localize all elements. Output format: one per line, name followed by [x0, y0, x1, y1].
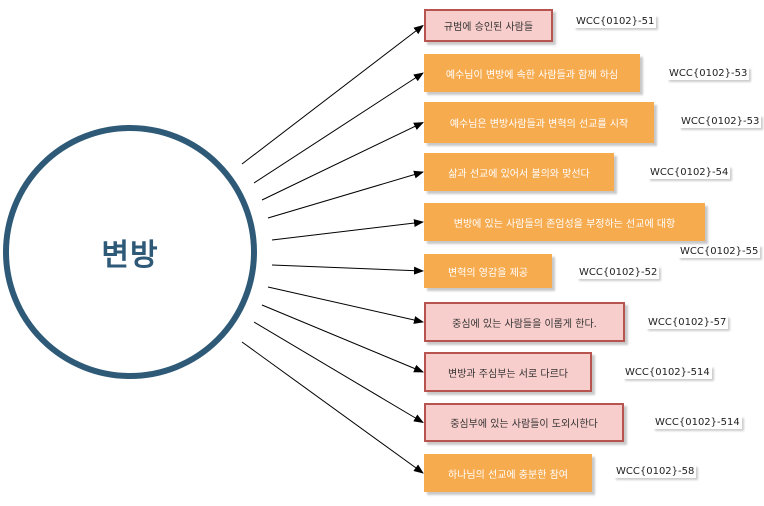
- node-neglected-by-center: 중심부에 있는 사람들이 도외시한다: [424, 403, 624, 442]
- central-node-label: 변방: [101, 238, 159, 273]
- node-margin-center-differ: 변방과 주심부는 서로 다르다: [424, 352, 592, 392]
- node-label: 삶과 선교에 있어서 불의와 맞선다: [448, 168, 590, 180]
- connector-arrow: [261, 304, 424, 373]
- node-label: 변방에 있는 사람들의 존엄성을 부정하는 선교에 대항: [453, 218, 676, 230]
- reference-code: WCC{0102}-55: [678, 245, 761, 258]
- node-benefit-center: 중심에 있는 사람들을 이롭게 한다.: [424, 302, 625, 342]
- connector-arrow: [267, 286, 424, 324]
- node-jesus-with-margins: 예수님이 변방에 속한 사람들과 함께 하심: [424, 54, 640, 92]
- connector-arrow: [241, 341, 424, 474]
- node-label: 예수님이 변방에 속한 사람들과 함께 하심: [445, 69, 619, 81]
- connector-arrow: [271, 264, 424, 275]
- reference-code: WCC{0102}-53: [679, 115, 762, 128]
- node-oppose-denial-of-dignity: 변방에 있는 사람들의 존엄성을 부정하는 선교에 대항: [424, 203, 705, 241]
- node-label: 규범에 승인된 사람들: [443, 22, 534, 33]
- node-participation-in-missio-dei: 하나님의 선교에 충분한 참여: [424, 454, 592, 492]
- reference-code: WCC{0102}-514: [653, 416, 742, 429]
- connector-arrow: [241, 24, 424, 165]
- reference-code: WCC{0102}-58: [614, 465, 697, 478]
- reference-code: WCC{0102}-57: [646, 316, 729, 329]
- connector-arrow: [267, 170, 424, 219]
- node-label: 변방과 주심부는 서로 다르다: [448, 368, 568, 380]
- connector-arrow: [253, 321, 424, 424]
- node-label: 중심에 있는 사람들을 이롭게 한다.: [452, 318, 597, 330]
- node-approved-by-norms: 규범에 승인된 사람들: [424, 9, 553, 42]
- node-label: 변혁의 영감을 제공: [448, 267, 528, 279]
- central-node: 변방: [3, 125, 257, 379]
- reference-code: WCC{0102}-54: [648, 166, 731, 179]
- connector-arrow: [253, 72, 424, 184]
- node-label: 하나님의 선교에 충분한 참여: [448, 469, 568, 481]
- node-label: 중심부에 있는 사람들이 도외시한다: [450, 419, 598, 430]
- node-confront-injustice: 삶과 선교에 있어서 불의와 맞선다: [424, 153, 614, 191]
- node-inspiration-for-transformation: 변혁의 영감을 제공: [424, 254, 552, 288]
- reference-code: WCC{0102}-51: [574, 15, 657, 28]
- connector-arrow: [261, 122, 424, 201]
- reference-code: WCC{0102}-53: [667, 67, 750, 80]
- reference-code: WCC{0102}-514: [623, 366, 712, 379]
- node-transformative-mission: 예수님은 변방사람들과 변혁의 선교를 시작: [424, 102, 654, 143]
- reference-code: WCC{0102}-52: [577, 266, 660, 279]
- node-label: 예수님은 변방사람들과 변혁의 선교를 시작: [449, 119, 629, 130]
- connector-arrow: [271, 219, 424, 241]
